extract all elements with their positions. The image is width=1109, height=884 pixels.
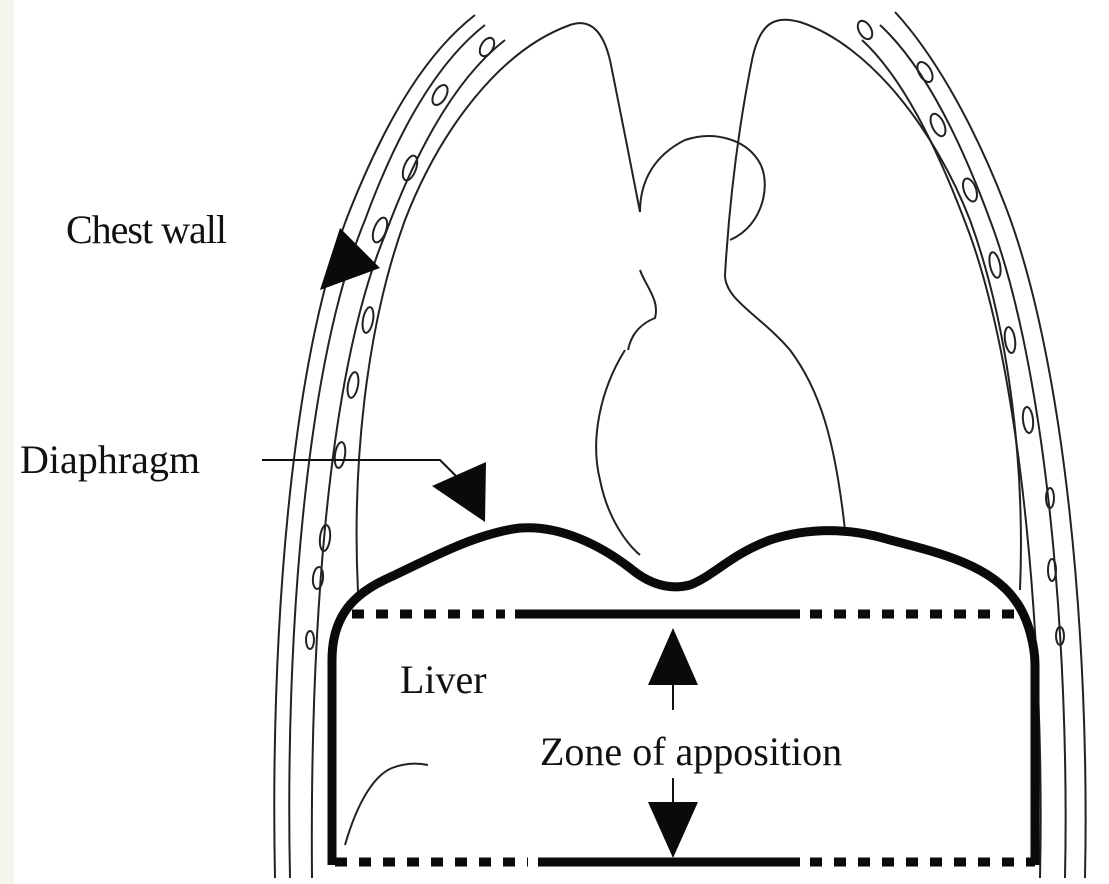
liver-label: Liver bbox=[400, 660, 487, 700]
chest-wall-label: Chest wall bbox=[66, 210, 226, 250]
diaphragm-label: Diaphragm bbox=[20, 440, 200, 480]
zone-of-apposition-label: Zone of apposition bbox=[540, 732, 842, 772]
